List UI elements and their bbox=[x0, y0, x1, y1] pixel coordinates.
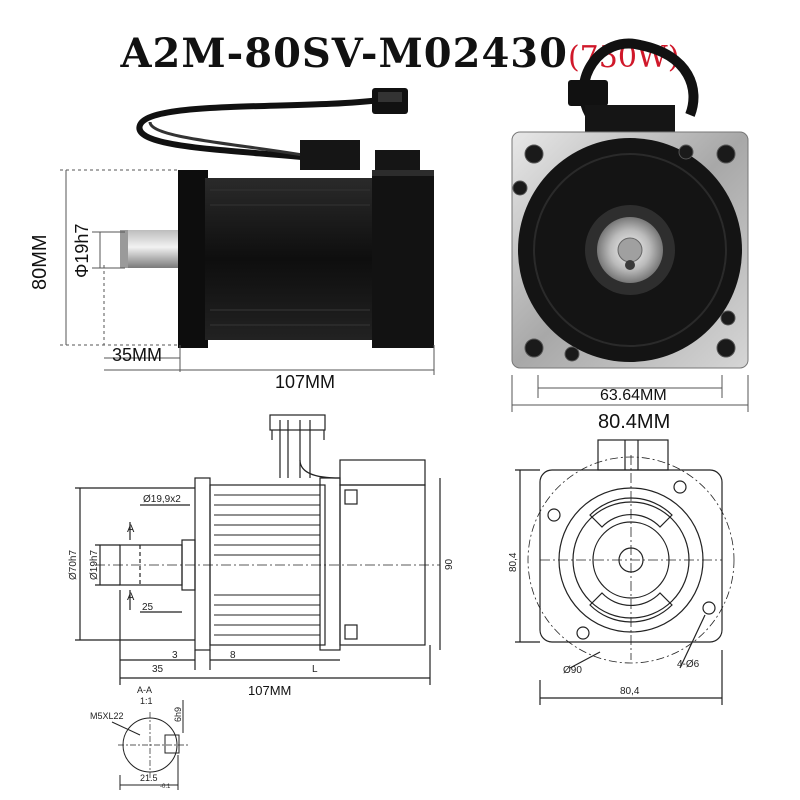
dim-flange-width: 80.4MM bbox=[598, 411, 670, 433]
dim-height-80mm: 80MM bbox=[29, 234, 51, 290]
motor-side-photo bbox=[120, 88, 434, 348]
front-drawing bbox=[515, 439, 735, 705]
label-total-length: 107MM bbox=[248, 683, 291, 698]
label-pilot-diameter: Ø70h7 bbox=[68, 550, 79, 580]
label-height-90: 90 bbox=[444, 558, 455, 570]
motor-body bbox=[205, 178, 375, 340]
section-scale: 1:1 bbox=[140, 696, 153, 706]
section-depth: 21.5 bbox=[140, 773, 158, 783]
dim-bolt-spacing: 63.64MM bbox=[600, 387, 667, 404]
section-key-width: 6h9 bbox=[173, 707, 183, 722]
section-mark-a-bottom: A bbox=[127, 591, 135, 603]
flange bbox=[178, 170, 208, 348]
section-depth-tolerance: -0.1 bbox=[160, 784, 171, 790]
dim-shaft-diameter: Φ19h7 bbox=[72, 224, 92, 278]
motor-front-photo bbox=[511, 38, 749, 369]
dim-body-length-107mm: 107MM bbox=[275, 372, 335, 392]
cable bbox=[136, 97, 381, 163]
section-label: A-A bbox=[137, 685, 152, 695]
front-connector bbox=[568, 80, 608, 106]
label-keyway: Ø19,9x2 bbox=[143, 494, 181, 505]
side-drawing bbox=[75, 414, 441, 685]
label-step: 8 bbox=[230, 650, 236, 661]
model-number: A2M-80SV-M02430 bbox=[120, 30, 568, 77]
dim-shaft-length-35mm: 35MM bbox=[112, 345, 162, 365]
shaft bbox=[120, 230, 182, 268]
label-length-l: L bbox=[312, 664, 318, 675]
label-key-length: 25 bbox=[142, 602, 154, 613]
mounting-holes bbox=[512, 144, 736, 362]
encoder-cover bbox=[372, 170, 434, 348]
photo-dimension-lines bbox=[60, 169, 435, 375]
label-holes: 4-Ø6 bbox=[677, 659, 700, 670]
label-front-bottom-80-4: 80,4 bbox=[620, 686, 640, 697]
section-mark-a-top: A bbox=[127, 523, 135, 535]
label-front-side-80-4: 80,4 bbox=[508, 552, 519, 572]
section-a-a bbox=[111, 700, 190, 790]
section-thread: M5XL22 bbox=[90, 711, 124, 721]
label-shaft-length: 35 bbox=[152, 664, 164, 675]
label-shaft-diameter: Ø19h7 bbox=[89, 550, 100, 580]
label-flange-thickness: 3 bbox=[172, 650, 178, 661]
front-dimension-lines bbox=[511, 375, 749, 412]
product-title: A2M-80SV-M02430(750W) bbox=[0, 30, 800, 77]
label-pcd-90: Ø90 bbox=[563, 665, 582, 676]
